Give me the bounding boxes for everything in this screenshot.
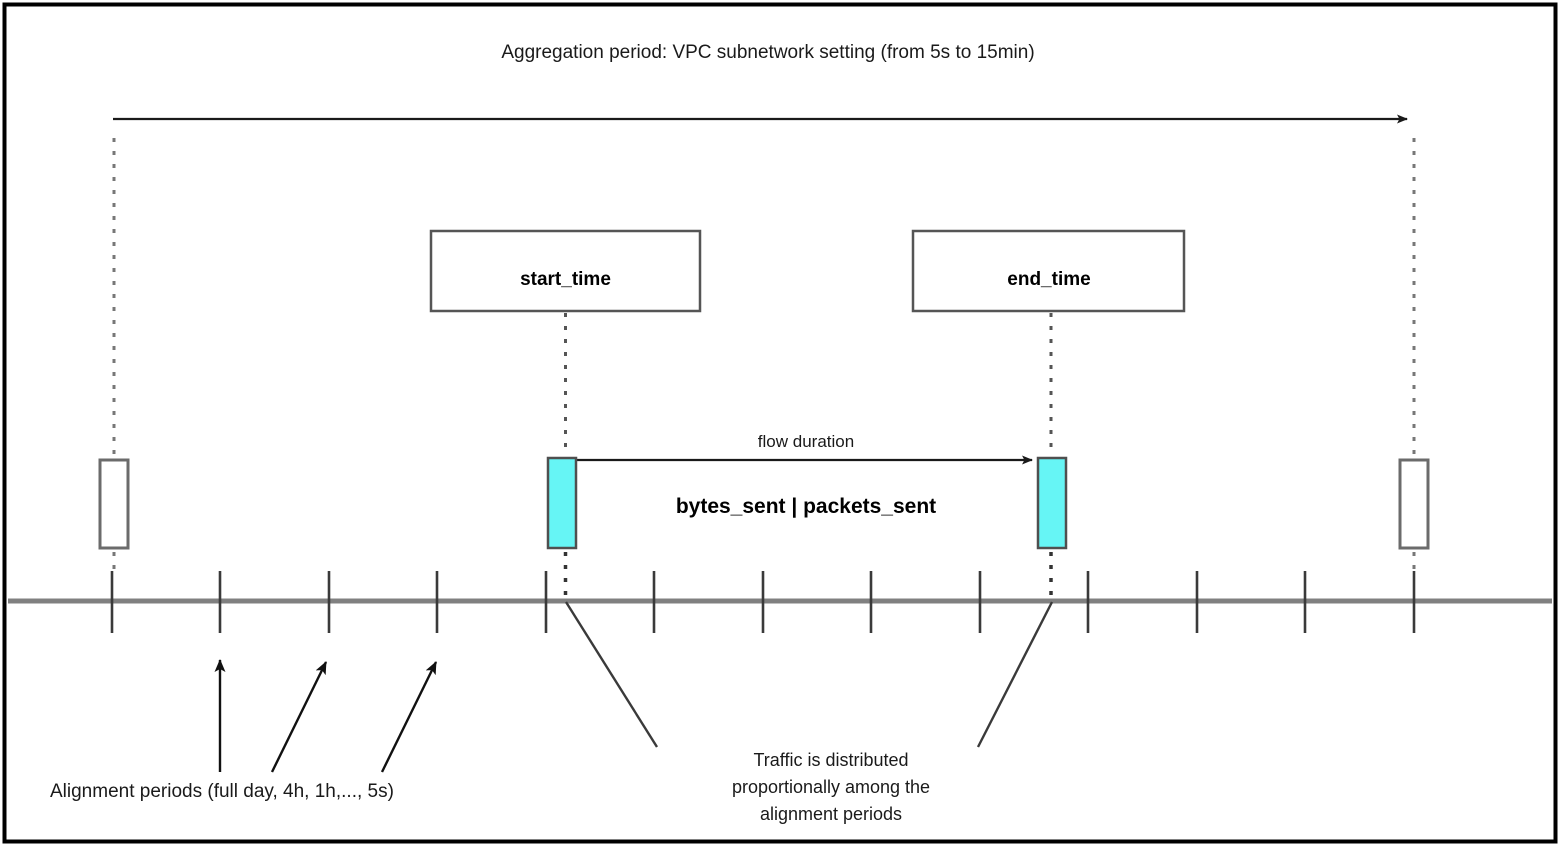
alignment-arrow-diagonal-2	[380, 661, 438, 773]
traffic-note-line-3: alignment periods	[760, 804, 902, 824]
flow-end-marker-highlight	[1036, 456, 1068, 550]
end-time-box: end_time	[911, 229, 1186, 313]
flow-end-leader-line	[976, 601, 1054, 748]
traffic-note-line-2: proportionally among the	[732, 777, 930, 797]
start-time-box: start_time	[429, 229, 702, 313]
end-time-box-outline	[911, 229, 1186, 313]
alignment-arrow-diagonal-1	[270, 661, 328, 773]
flow-start-marker-highlight	[546, 456, 578, 550]
start-time-box-label: start_time	[520, 269, 611, 290]
end-time-box-label: end_time	[1007, 269, 1090, 290]
alignment-periods-caption: Alignment periods (full day, 4h, 1h,...,…	[50, 781, 394, 802]
window-end-marker	[1398, 458, 1430, 550]
flow-start-leader-line	[564, 601, 659, 748]
traffic-distribution-note: Traffic is distributed proportionally am…	[732, 750, 930, 824]
timeline-ticks	[110, 571, 1416, 633]
start-time-box-outline	[429, 229, 702, 313]
window-start-marker	[98, 458, 130, 550]
aggregation-period-title: Aggregation period: VPC subnetwork setti…	[501, 42, 1034, 63]
flow-duration-label: flow duration	[758, 432, 854, 451]
flow-metrics-label: bytes_sent | packets_sent	[676, 495, 936, 518]
traffic-note-line-1: Traffic is distributed	[753, 750, 908, 770]
